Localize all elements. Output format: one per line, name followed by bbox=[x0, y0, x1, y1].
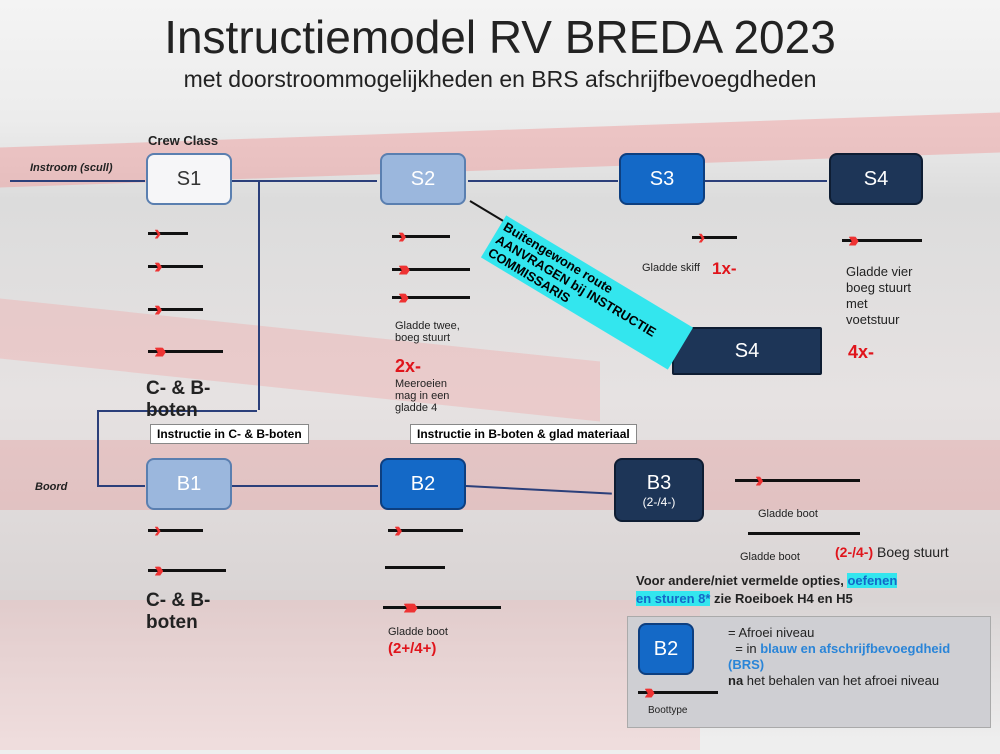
box-sublabel: (2-/4-) bbox=[642, 494, 676, 509]
boat-icon: ›› bbox=[148, 253, 203, 278]
s2-count: 2x- bbox=[395, 356, 422, 376]
box-label: S4 bbox=[734, 339, 760, 362]
boat-icon: › bbox=[148, 517, 203, 542]
s4-description: Gladde vier boeg stuurt met voetstuur bbox=[846, 264, 913, 327]
b3-count: (2-/4-) bbox=[835, 544, 874, 560]
legend-boottype: Boottype bbox=[648, 705, 688, 716]
boat-icon: ››››››› bbox=[383, 594, 501, 619]
box-label: B1 bbox=[176, 472, 202, 495]
s1-boats-label: C- & B-boten bbox=[146, 378, 211, 421]
b3-boat1-label: Gladde boot bbox=[758, 508, 818, 520]
boat-icon: ›››› bbox=[638, 679, 718, 704]
special-route-note: Buitengewone route AANVRAGEN bij INSTRUC… bbox=[480, 215, 694, 370]
legend-line: het behalen van het afroei niveau bbox=[746, 673, 940, 688]
box-label: S3 bbox=[649, 167, 675, 190]
box-label: B2 bbox=[410, 472, 436, 495]
b1-boats-label: C- & B-boten bbox=[146, 590, 211, 633]
boat-icon: ›››› bbox=[842, 227, 922, 252]
legend: B2 ›››› Boottype = Afroei niveau = in bl… bbox=[627, 616, 991, 728]
boat-icon bbox=[385, 560, 445, 574]
b3-boat2-label: Gladde boot bbox=[740, 551, 800, 563]
s2-description: Gladde twee, boeg stuurt bbox=[395, 320, 460, 344]
note-highlight: en sturen 8* bbox=[636, 591, 711, 606]
instroom-label: Instroom (scull) bbox=[30, 162, 113, 174]
boat-icon bbox=[748, 526, 860, 540]
level-b2[interactable]: B2 bbox=[380, 458, 466, 510]
legend-box: B2 bbox=[638, 623, 694, 675]
boat-icon: ››› bbox=[148, 557, 226, 582]
other-options-note: Voor andere/niet vermelde opties, oefene… bbox=[636, 572, 996, 608]
connector bbox=[232, 180, 377, 182]
box-label: S2 bbox=[410, 167, 436, 190]
boat-icon: › bbox=[692, 224, 737, 249]
connector bbox=[705, 180, 827, 182]
boat-icon: ›› bbox=[148, 296, 203, 321]
legend-text: = Afroei niveau = in blauw en afschrijfb… bbox=[728, 625, 978, 689]
level-s4[interactable]: S4 bbox=[829, 153, 923, 205]
level-s2[interactable]: S2 bbox=[380, 153, 466, 205]
box-label: S4 bbox=[863, 167, 889, 190]
legend-line: = Afroei niveau bbox=[728, 625, 815, 640]
legend-line: = in bbox=[735, 641, 757, 656]
instruction-cb-label: Instructie in C- & B-boten bbox=[150, 424, 309, 444]
s2-note: Meeroeien mag in een gladde 4 bbox=[395, 378, 450, 414]
level-s1[interactable]: S1 bbox=[146, 153, 232, 205]
boord-label: Boord bbox=[35, 481, 68, 493]
boat-icon: › bbox=[148, 220, 188, 245]
connector bbox=[258, 180, 260, 410]
boat-icon: ›› bbox=[392, 223, 450, 248]
instruction-b-label: Instructie in B-boten & glad materiaal bbox=[410, 424, 637, 444]
subtitle: met doorstroommogelijkheden en BRS afsch… bbox=[183, 66, 817, 92]
box-label: B2 bbox=[653, 637, 679, 660]
box-label: B3 bbox=[646, 471, 672, 494]
legend-bold: na bbox=[728, 673, 744, 688]
note-highlight: oefenen bbox=[847, 573, 898, 588]
boat-icon: › › bbox=[735, 467, 860, 492]
note-text: Voor andere/niet vermelde opties, bbox=[636, 573, 844, 588]
connector bbox=[97, 410, 99, 485]
box-label: S1 bbox=[176, 167, 202, 190]
connector bbox=[232, 485, 378, 487]
boat-icon: ›››› bbox=[392, 284, 470, 309]
boat-icon: ›› bbox=[388, 517, 463, 542]
level-b3[interactable]: B3(2-/4-) bbox=[614, 458, 704, 522]
connector bbox=[97, 485, 145, 487]
s3-description: Gladde skiff bbox=[642, 262, 700, 274]
note-text: zie Roeiboek H4 en H5 bbox=[714, 591, 853, 606]
boat-icon: ››››› bbox=[392, 256, 470, 281]
connector bbox=[468, 180, 618, 182]
connector bbox=[97, 410, 257, 412]
level-s3[interactable]: S3 bbox=[619, 153, 705, 205]
b2-description: Gladde boot bbox=[388, 626, 448, 638]
boat-icon: ››››› bbox=[148, 338, 223, 363]
level-s4-special[interactable]: S4 bbox=[672, 327, 822, 375]
b3-count-note: (2-/4-) Boeg stuurt bbox=[835, 544, 949, 560]
page-title: Instructiemodel RV BREDA 2023 bbox=[164, 11, 836, 63]
s3-count: 1x- bbox=[712, 259, 737, 278]
legend-blue-text: blauw en afschrijfbevoegdheid (BRS) bbox=[728, 641, 951, 672]
connector bbox=[10, 180, 145, 182]
crew-class-label: Crew Class bbox=[148, 133, 219, 148]
level-b1[interactable]: B1 bbox=[146, 458, 232, 510]
b3-note: Boeg stuurt bbox=[877, 544, 949, 560]
b2-count: (2+/4+) bbox=[388, 640, 437, 657]
s4-count: 4x- bbox=[848, 342, 875, 362]
